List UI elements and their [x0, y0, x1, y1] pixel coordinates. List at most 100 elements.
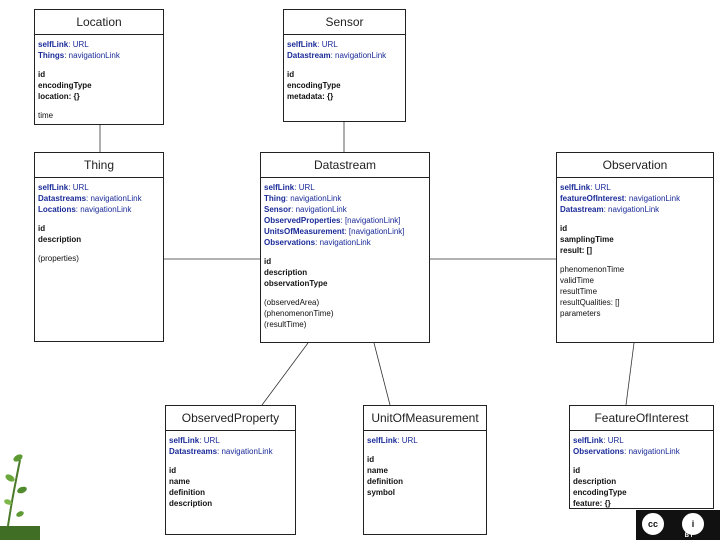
required-attribute: description [573, 477, 617, 486]
link-name: featureOfInterest [560, 194, 625, 203]
required-attribute: definition [367, 477, 403, 486]
navigation-property: Locations: navigationLink [38, 205, 132, 214]
featureofinterest-title: FeatureOfInterest [570, 406, 713, 431]
link-type: navigationLink [335, 51, 387, 60]
link-name: UnitsOfMeasurement [264, 227, 345, 236]
link-type: navigationLink [80, 205, 132, 214]
required-attribute: id [264, 257, 272, 266]
entity-unitofmeasurement: UnitOfMeasurement selfLink: URL id name defi… [363, 405, 487, 535]
link-type: navigationLink [608, 205, 660, 214]
link-name: Datastreams [169, 447, 218, 456]
link-type: navigationLink [221, 447, 273, 456]
navigation-property: Things: navigationLink [38, 51, 120, 60]
link-name: Things [38, 51, 65, 60]
link-name: Observations [573, 447, 625, 456]
optional-attribute: (observedArea) [264, 298, 320, 307]
link-type: navigationLink [628, 447, 680, 456]
required-attribute: id [38, 70, 46, 79]
required-attribute: metadata: {} [287, 92, 334, 101]
required-attribute: result: [] [560, 246, 592, 255]
navigation-property: selfLink: URL [573, 436, 624, 445]
observedproperty-title: ObservedProperty [166, 406, 295, 431]
link-type: [navigationLink] [348, 227, 405, 236]
link-name: selfLink [38, 183, 69, 192]
required-attribute: id [169, 466, 177, 475]
link-type: URL [72, 40, 89, 49]
required-attribute: name [169, 477, 190, 486]
required-attribute: id [367, 455, 375, 464]
by-label: BY [684, 533, 694, 539]
location-title: Location [35, 10, 163, 35]
navigation-property: selfLink: URL [169, 436, 220, 445]
entity-featureofinterest: FeatureOfInterest selfLink: URL Observatio… [569, 405, 714, 509]
navigation-property: UnitsOfMeasurement: [navigationLink] [264, 227, 405, 236]
sensor-title: Sensor [284, 10, 405, 35]
attribution-icon: i [682, 513, 704, 535]
link-type: URL [298, 183, 315, 192]
link-name: ObservedProperties [264, 216, 341, 225]
optional-attribute: (properties) [38, 254, 79, 263]
entity-observation: Observation selfLink: URL featureOfInteres… [556, 152, 714, 343]
required-attribute: encodingType [287, 81, 341, 90]
optional-attribute: resultTime [560, 287, 598, 296]
link-type: URL [203, 436, 220, 445]
optional-attribute: (resultTime) [264, 320, 307, 329]
navigation-property: selfLink: URL [367, 436, 418, 445]
required-attribute: description [264, 268, 308, 277]
edge-datastream-observedproperty [261, 342, 309, 406]
navigation-property: Datastream: navigationLink [287, 51, 387, 60]
link-type: navigationLink [68, 51, 120, 60]
unitofmeasurement-title: UnitOfMeasurement [364, 406, 486, 431]
navigation-property: Thing: navigationLink [264, 194, 342, 203]
required-attribute: name [367, 466, 388, 475]
link-type: navigationLink [628, 194, 681, 203]
link-name: selfLink [264, 183, 295, 192]
link-type: URL [607, 436, 624, 445]
link-name: selfLink [560, 183, 591, 192]
optional-attribute: time [38, 111, 54, 120]
navigation-property: selfLink: URL [38, 40, 89, 49]
link-type: navigationLink [290, 194, 342, 203]
thing-title: Thing [35, 153, 163, 178]
required-attribute: encodingType [38, 81, 92, 90]
entity-location: Location selfLink: URL Things: navigationL… [34, 9, 164, 125]
edge-observation-featureofinterest [625, 342, 635, 406]
link-name: selfLink [367, 436, 398, 445]
link-type: URL [321, 40, 338, 49]
featureofinterest-attributes: selfLink: URL Observations: navigationLin… [570, 431, 713, 509]
leaf-logo [0, 454, 40, 540]
link-name: selfLink [169, 436, 200, 445]
optional-attribute: resultQualities: [] [560, 298, 620, 307]
required-attribute: id [573, 466, 581, 475]
link-name: Locations [38, 205, 76, 214]
cc-icon: cc [642, 513, 664, 535]
required-attribute: observationType [264, 279, 328, 288]
edge-datastream-unitofmeasurement [373, 342, 391, 406]
optional-attribute: validTime [560, 276, 594, 285]
link-type: URL [594, 183, 611, 192]
navigation-property: selfLink: URL [560, 183, 611, 192]
link-name: selfLink [573, 436, 604, 445]
required-attribute: id [287, 70, 295, 79]
link-name: Datastream [287, 51, 331, 60]
link-name: selfLink [38, 40, 69, 49]
navigation-property: Observations: navigationLink [573, 447, 680, 456]
navigation-property: selfLink: URL [264, 183, 315, 192]
required-attribute: definition [169, 488, 205, 497]
link-type: navigationLink [295, 205, 347, 214]
navigation-property: Sensor: navigationLink [264, 205, 347, 214]
required-attribute: feature: {} [573, 499, 611, 508]
navigation-property: featureOfInterest: navigationLink [560, 194, 681, 203]
optional-attribute: phenomenonTime [560, 265, 625, 274]
optional-attribute: (phenomenonTime) [264, 309, 334, 318]
observation-title: Observation [557, 153, 713, 178]
optional-attribute: parameters [560, 309, 601, 318]
link-name: Datastreams [38, 194, 87, 203]
link-name: Observations [264, 238, 316, 247]
link-type: navigationLink [90, 194, 142, 203]
